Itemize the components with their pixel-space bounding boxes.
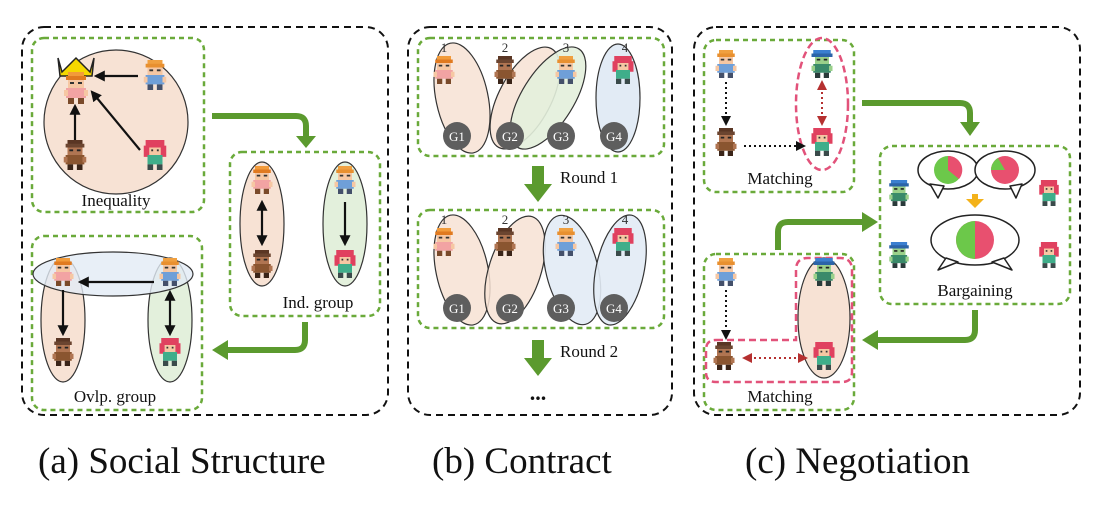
agent-icon	[1039, 180, 1059, 206]
flow-arrowhead	[524, 184, 552, 202]
agent-icon	[889, 242, 909, 268]
social-structure-frame	[21, 26, 389, 416]
inequality-box: Inequality	[30, 36, 206, 214]
group-badge: G3	[553, 129, 569, 144]
matching-box-top: Matching	[702, 36, 856, 194]
round-2-box: 1 2 3 4 G1 G2 G3 G4	[416, 208, 666, 330]
agent-number: 2	[502, 212, 509, 227]
flow-arrowhead	[212, 340, 228, 360]
group-badge: G3	[553, 301, 569, 316]
agent-icon	[715, 128, 737, 156]
contract-caption: (b) Contract	[432, 441, 612, 482]
bargaining-box: Bargaining	[878, 144, 1072, 306]
flow-arrow	[212, 113, 309, 140]
agent-number: 1	[441, 40, 448, 55]
agent-icon	[715, 258, 737, 286]
pie-chart-icon	[991, 156, 1019, 184]
matching-label: Matching	[747, 387, 813, 406]
pie-chart-icon	[956, 221, 994, 259]
negotiation-panel: Matching	[693, 26, 1081, 416]
pie-chart-icon	[934, 155, 963, 184]
flow-arrow	[226, 322, 308, 353]
negotiation-caption: (c) Negotiation	[745, 441, 970, 482]
agent-number: 2	[502, 40, 509, 55]
group-badge: G4	[606, 129, 622, 144]
agent-icon	[811, 128, 833, 156]
independent-group-box: Ind. group	[228, 150, 382, 318]
contract-frame	[407, 26, 673, 416]
inequality-label: Inequality	[82, 191, 151, 210]
bargaining-label: Bargaining	[937, 281, 1013, 300]
matching-box-bottom: Matching	[702, 252, 856, 412]
flow-arrowhead	[524, 358, 552, 376]
flow-arrowhead	[960, 122, 980, 136]
agent-number: 3	[563, 40, 570, 55]
agent-number: 1	[441, 212, 448, 227]
agent-icon	[713, 342, 735, 370]
group-badge: G2	[502, 129, 518, 144]
round-label: Round 1	[560, 168, 618, 187]
flow-arrow	[775, 219, 864, 250]
overlapping-group-box: Ovlp. group	[30, 234, 204, 412]
group-badge: G2	[502, 301, 518, 316]
contract-panel: 1 2 3 4 G1 G2 G3 G4 Round 1	[407, 26, 673, 416]
agent-number: 3	[563, 212, 570, 227]
group-badge: G1	[449, 129, 465, 144]
overlapping-group-label: Ovlp. group	[74, 387, 156, 406]
flow-arrow	[876, 310, 978, 343]
matching-label: Matching	[747, 169, 813, 188]
group-badge: G4	[606, 301, 622, 316]
round-label: Round 2	[560, 342, 618, 361]
flow-arrow	[532, 340, 544, 360]
independent-group-label: Ind. group	[283, 293, 354, 312]
flow-arrowhead	[862, 330, 878, 350]
group-badge: G1	[449, 301, 465, 316]
flow-arrowhead	[296, 136, 316, 148]
agent-number: 4	[622, 40, 629, 55]
agent-icon	[811, 50, 833, 78]
social-structure-caption: (a) Social Structure	[38, 441, 326, 482]
agent-icon	[1039, 242, 1059, 268]
social-structure-panel: Inequality Ind. group	[21, 26, 389, 416]
agent-icon	[715, 50, 737, 78]
flow-arrow	[532, 166, 544, 186]
continuation-ellipsis: ...	[530, 380, 547, 405]
flow-arrowhead	[862, 212, 878, 232]
agent-number: 4	[622, 212, 629, 227]
round-1-box: 1 2 3 4 G1 G2 G3 G4	[416, 36, 666, 158]
flow-arrow	[862, 100, 973, 126]
down-arrow-icon	[966, 199, 984, 208]
down-arrow-icon	[972, 194, 978, 200]
agent-icon	[889, 180, 909, 206]
negotiation-frame	[693, 26, 1081, 416]
